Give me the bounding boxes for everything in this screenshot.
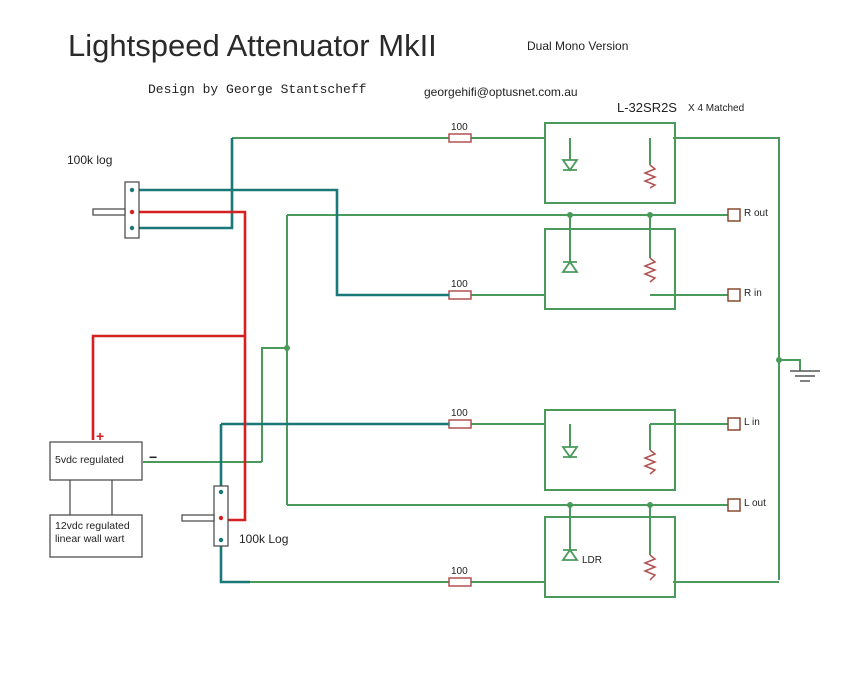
resistor-label: 100 <box>451 408 468 419</box>
led-icon <box>561 260 579 273</box>
part-quantity: X 4 Matched <box>688 103 745 114</box>
teal-wire-pot1-bottom <box>132 138 234 230</box>
led-icon <box>561 159 579 172</box>
resistor-icon <box>448 419 472 429</box>
resistor-label: 100 <box>451 279 468 290</box>
pot-bottom[interactable] <box>181 485 229 547</box>
resistor-icon <box>448 577 472 587</box>
ldr-icon <box>642 449 658 475</box>
teal-wire-pot2-bottom <box>219 540 250 584</box>
resistor-label: 100 <box>451 122 468 133</box>
page-title: Lightspeed Attenuator MkII <box>68 28 437 63</box>
wallwart-box <box>49 514 143 558</box>
opto-box-2 <box>544 228 676 310</box>
red-wire-wiper-run <box>132 210 247 522</box>
pot-shaft-icon <box>92 208 126 216</box>
teal-wires <box>132 138 449 584</box>
regulator-box <box>49 441 143 481</box>
terminal-icon <box>727 417 741 431</box>
teal-wire-pot1-top <box>132 188 449 297</box>
ldr-icon <box>642 554 658 581</box>
junction-dots <box>284 212 782 508</box>
led-icon <box>561 446 579 459</box>
terminal-r-in-label: R in <box>744 288 762 299</box>
terminal-l-out-label: L out <box>744 498 766 509</box>
green-wires <box>143 137 801 583</box>
resistor-icon <box>448 133 472 143</box>
opto-box-3 <box>544 409 676 491</box>
wallwart-label: 12vdc regulated linear wall wart <box>55 520 130 545</box>
terminal-icon <box>727 288 741 302</box>
plus-sign: + <box>96 428 105 444</box>
led-icon <box>561 548 579 561</box>
regulator-label: 5vdc regulated <box>55 454 124 466</box>
opto-box-1 <box>544 122 676 204</box>
led-symbols <box>561 159 579 561</box>
opto-box-4 <box>544 516 676 598</box>
resistor-label: 100 <box>451 566 468 577</box>
version-subtitle: Dual Mono Version <box>527 39 629 53</box>
terminal-icon <box>727 498 741 512</box>
red-wires <box>91 210 247 522</box>
optocoupler-boxes <box>544 122 676 598</box>
terminal-icon <box>727 208 741 222</box>
designer-credit: Design by George Stantscheff <box>148 82 367 97</box>
pot-bottom-label: 100k Log <box>239 532 289 546</box>
wire-ground-stub <box>779 359 801 371</box>
resistor-boxes <box>448 133 472 587</box>
minus-sign: − <box>149 449 158 465</box>
red-wire-to-plus <box>91 334 245 440</box>
ground-icon <box>790 370 820 382</box>
power-boxes <box>49 441 143 558</box>
ldr-symbols <box>642 164 658 581</box>
designer-email: georgehifi@optusnet.com.au <box>424 85 578 99</box>
pot-top[interactable] <box>92 181 140 239</box>
terminal-boxes <box>727 208 741 512</box>
terminal-l-in-label: L in <box>744 417 760 428</box>
wire-common-to-minus <box>261 347 287 462</box>
part-number: L-32SR2S <box>617 100 677 115</box>
ldr-label: LDR <box>582 555 603 566</box>
pot-shaft-icon <box>181 514 215 522</box>
ldr-icon <box>642 257 658 283</box>
resistor-icon <box>448 290 472 300</box>
pot-top-label: 100k log <box>67 153 113 167</box>
terminal-r-out-label: R out <box>744 208 768 219</box>
ldr-icon <box>642 164 658 189</box>
wire-ground-bus <box>673 137 780 580</box>
